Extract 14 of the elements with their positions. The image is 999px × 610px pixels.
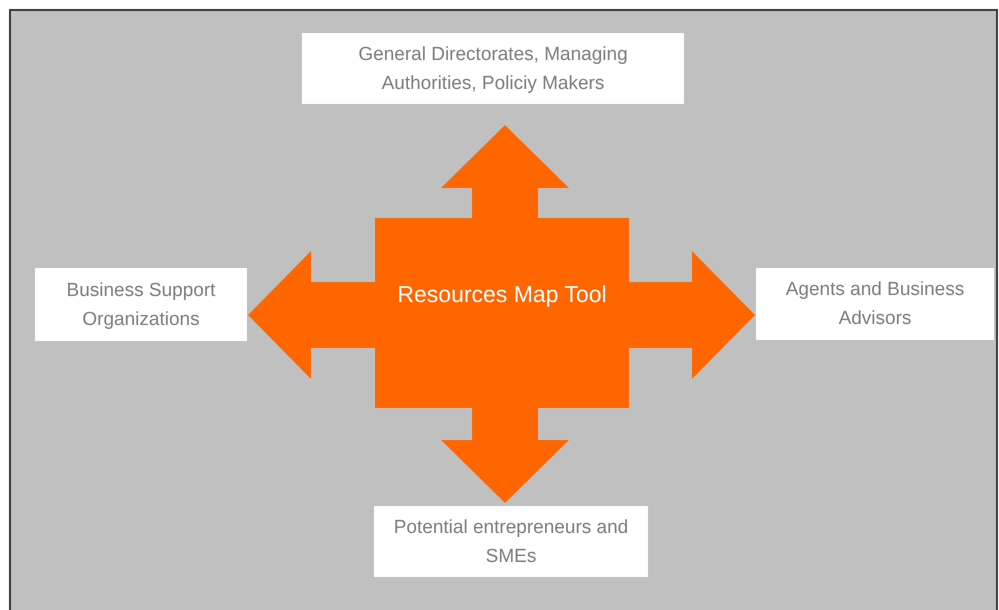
block-arrow: [441, 408, 569, 503]
central-box: [375, 218, 629, 408]
text-box: [302, 33, 684, 104]
block-arrow: [441, 125, 569, 218]
box-label: Business Support Organizations: [66, 278, 216, 332]
box-label: Potential entrepreneurs and SMEs: [392, 516, 630, 568]
text-box: [35, 268, 247, 341]
box-label: General Directorates, Managing Authorities, Policiy Makers: [357, 42, 629, 96]
text-box: [374, 506, 648, 577]
block-arrow: [629, 251, 755, 379]
box-label: Resources Map Tool: [397, 280, 607, 309]
text-box: [756, 268, 994, 340]
block-arrow: [248, 251, 375, 379]
box-label: Agents and Business Advisors: [784, 278, 966, 331]
